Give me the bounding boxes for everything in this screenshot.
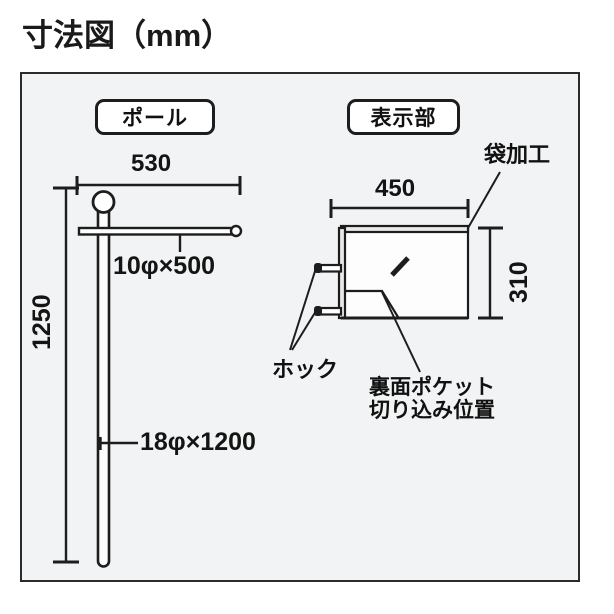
annotation-back-pocket-line1: 裏面ポケット xyxy=(369,376,495,399)
annotation-back-pocket-line2: 切り込み位置 xyxy=(369,398,495,422)
dimension-label-pole-height: 1250 xyxy=(28,294,56,350)
page-title: 寸法図（mm） xyxy=(22,18,233,53)
dimension-label-panel-width: 450 xyxy=(375,175,416,202)
dimension-label-pole-arm-width: 530 xyxy=(131,150,172,177)
annotation-bag-processing: 袋加工 xyxy=(484,142,551,167)
annotation-hook: ホック xyxy=(272,357,339,382)
annotation-back-pocket: 裏面ポケット 切り込み位置 xyxy=(369,376,495,422)
dimension-label-arm-spec: 10φ×500 xyxy=(113,252,216,280)
dimension-label-panel-height: 310 xyxy=(505,261,533,303)
section-caption-pole: ポール xyxy=(95,99,215,135)
dimension-label-shaft-spec: 18φ×1200 xyxy=(140,428,256,456)
section-caption-panel: 表示部 xyxy=(347,99,460,135)
